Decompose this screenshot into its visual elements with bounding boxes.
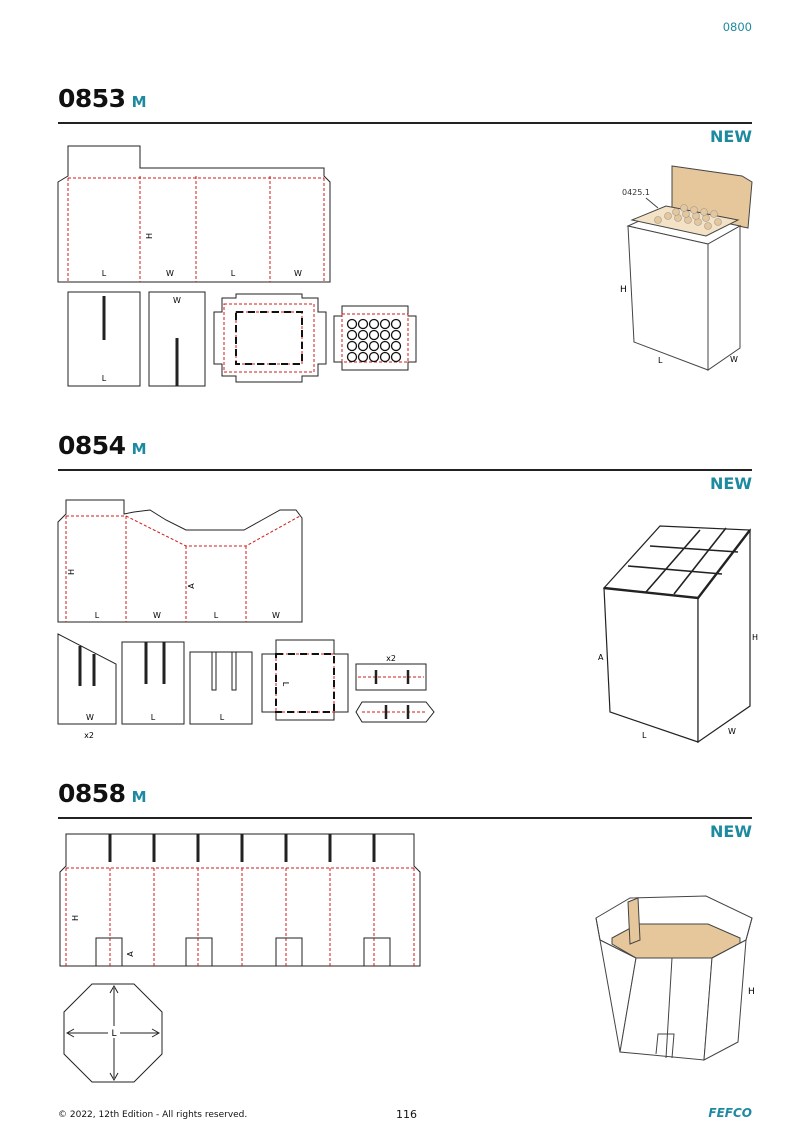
tray-label: L xyxy=(281,682,290,687)
section-rule xyxy=(58,122,752,124)
new-badge: NEW xyxy=(710,127,752,146)
dim-w: W xyxy=(153,611,161,620)
panel-label: W xyxy=(86,713,94,722)
new-badge: NEW xyxy=(710,822,752,841)
section-code: 0854 xyxy=(58,431,126,460)
panel-label: L xyxy=(151,713,156,722)
dim-w: W xyxy=(294,269,302,278)
box-dim-a: A xyxy=(598,653,604,662)
section-title-0858: 0858 M xyxy=(58,779,147,808)
section-code: 0853 xyxy=(58,84,126,113)
dim-w: W xyxy=(166,269,174,278)
section-title-0853: 0853 M xyxy=(58,84,147,113)
page-number: 116 xyxy=(396,1108,417,1121)
strip-qty: x2 xyxy=(386,654,396,663)
section-suffix: M xyxy=(131,93,147,111)
divider-panels-0854 xyxy=(57,633,253,725)
dim-l: L xyxy=(102,269,107,278)
strip-blanks-0854 xyxy=(355,663,435,723)
dim-h: H xyxy=(67,569,76,575)
flat-blank-0858 xyxy=(59,833,421,967)
section-rule xyxy=(58,469,752,471)
dim-l: L xyxy=(95,611,100,620)
ref-label: 0425.1 xyxy=(622,188,650,197)
dim-l: L xyxy=(214,611,219,620)
box-dim-h: H xyxy=(620,285,627,295)
box-dim-l: L xyxy=(642,731,647,740)
box-dim-w: W xyxy=(730,355,738,364)
dim-l: L xyxy=(231,269,236,278)
copyright: © 2022, 12th Edition - All rights reserv… xyxy=(58,1110,248,1120)
dim-h: H xyxy=(145,233,154,239)
tray-blank-0854 xyxy=(261,639,349,721)
brand-logo: FEFCO xyxy=(708,1106,752,1120)
tray-blank-0853 xyxy=(213,293,327,383)
box-3d-0854 xyxy=(602,525,752,744)
dim-w: W xyxy=(272,611,280,620)
section-rule xyxy=(58,817,752,819)
section-suffix: M xyxy=(131,788,147,806)
base-dim-l: L xyxy=(111,1029,116,1039)
box-3d-0858 xyxy=(595,895,753,1061)
dim-a: A xyxy=(126,951,135,957)
panel-label: W xyxy=(173,296,181,305)
box-3d-0853 xyxy=(626,165,753,371)
section-suffix: M xyxy=(131,440,147,458)
panel-label: L xyxy=(102,374,107,383)
bottle-insert-0853 xyxy=(333,305,417,371)
section-code: 0858 xyxy=(58,779,126,808)
panel-qty: x2 xyxy=(84,731,94,740)
flat-blank-0853 xyxy=(57,145,331,283)
dim-h: H xyxy=(71,915,80,921)
box-dim-h: H xyxy=(748,987,755,997)
page-code: 0800 xyxy=(722,20,752,34)
box-dim-l: L xyxy=(658,356,663,365)
box-dim-w: W xyxy=(728,727,736,736)
new-badge: NEW xyxy=(710,474,752,493)
section-title-0854: 0854 M xyxy=(58,431,147,460)
flat-blank-0854 xyxy=(57,499,303,623)
box-dim-h: H xyxy=(752,633,758,642)
panel-label: L xyxy=(220,713,225,722)
partition-panels-0853 xyxy=(67,291,206,387)
dim-a: A xyxy=(187,583,196,589)
